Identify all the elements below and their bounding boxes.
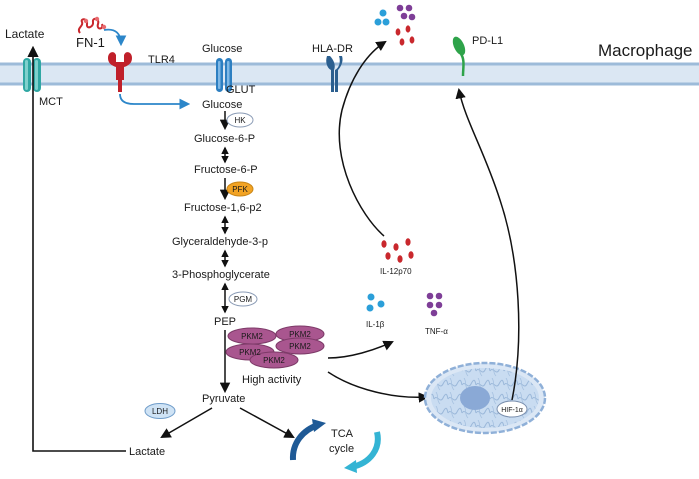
il12p70-icon (381, 238, 414, 263)
pkm2-tetramer-cluster: PKM2 PKM2 PKM2 PKM2 PKM2 (225, 325, 325, 369)
pkm2-label: PKM2 (289, 330, 311, 339)
pgm-label: PGM (234, 295, 253, 304)
pfk-enzyme-badge: PFK (226, 181, 254, 197)
glut-transporter-icon (216, 58, 232, 92)
glut-label: GLUT (226, 84, 256, 96)
glucose-extracellular-label: Glucose (202, 43, 242, 55)
hif-1a-label: HIF-1α (501, 407, 523, 414)
pyruvate-to-tca-arrow (239, 407, 295, 439)
pgm-enzyme-badge: PGM (228, 291, 258, 307)
cell-type-label: Macrophage (598, 41, 693, 60)
pkm2-activity-label: High activity (242, 374, 302, 386)
pkm2-label: PKM2 (241, 332, 263, 341)
cell-membrane (0, 62, 699, 86)
pkm2-to-nucleus-arrow (327, 371, 430, 403)
step-lactate: Lactate (129, 446, 165, 458)
tca-label-line1: TCA (331, 428, 354, 440)
secreted-cytokines-icon (374, 4, 416, 46)
tnfa-icon (426, 292, 443, 317)
step-glucose-6-p: Glucose-6-P (194, 133, 255, 145)
hk-label: HK (234, 116, 246, 125)
hif-1a-badge: HIF-1α (496, 400, 528, 418)
fn1-label: FN-1 (76, 35, 105, 50)
step-glucose: Glucose (202, 99, 242, 111)
pkm2-label: PKM2 (263, 356, 285, 365)
lactate-export-arrow (27, 45, 126, 452)
nucleus-icon (423, 361, 547, 435)
pd-l1-label: PD-L1 (472, 35, 503, 47)
pkm2-subunit (275, 337, 325, 355)
hif-to-pd-l1-arrow (455, 87, 520, 401)
hla-dr-label: HLA-DR (312, 43, 353, 55)
fn1-binding-arrow (103, 28, 127, 47)
step-glyceraldehyde-3-p: Glyceraldehyde-3-p (172, 236, 268, 248)
step-pyruvate: Pyruvate (202, 393, 245, 405)
tca-label-line2: cycle (329, 443, 354, 455)
step-fructose-6-p: Fructose-6-P (194, 164, 258, 176)
hla-dr-receptor-icon (326, 56, 343, 92)
il1b-icon (366, 293, 385, 312)
il1b-label: IL-1β (366, 320, 385, 329)
tca-cycle-icon (289, 419, 381, 473)
ldh-enzyme-badge: LDH (144, 403, 176, 419)
pd-l1-receptor-icon (452, 36, 466, 77)
pkm2-label: PKM2 (239, 348, 261, 357)
fn1-ligand-icon (77, 16, 107, 34)
il12-secretion-arrow (338, 40, 387, 237)
step-pep: PEP (214, 316, 236, 328)
pyruvate-to-lactate-arrow (160, 407, 213, 439)
mct-label: MCT (39, 96, 63, 108)
pfk-label: PFK (232, 185, 248, 194)
pkm2-subunit (249, 351, 299, 369)
tlr4-signal-arrow (119, 93, 191, 110)
tlr4-label: TLR4 (148, 54, 175, 66)
pkm2-label: PKM2 (289, 342, 311, 351)
tnfa-label: TNF-α (425, 327, 448, 336)
il12p70-label: IL-12p70 (380, 267, 412, 276)
mct-transporter-icon (23, 58, 41, 92)
step-fructose-1-6-p2: Fructose-1,6-p2 (184, 202, 262, 214)
lactate-extracellular-label: Lactate (5, 27, 45, 41)
step-3-phosphoglycerate: 3-Phosphoglycerate (172, 269, 270, 281)
tlr4-receptor-icon (108, 52, 132, 92)
ldh-label: LDH (152, 407, 168, 416)
pkm2-to-cytokines-arrow (327, 340, 394, 359)
hk-enzyme-badge: HK (226, 112, 254, 128)
